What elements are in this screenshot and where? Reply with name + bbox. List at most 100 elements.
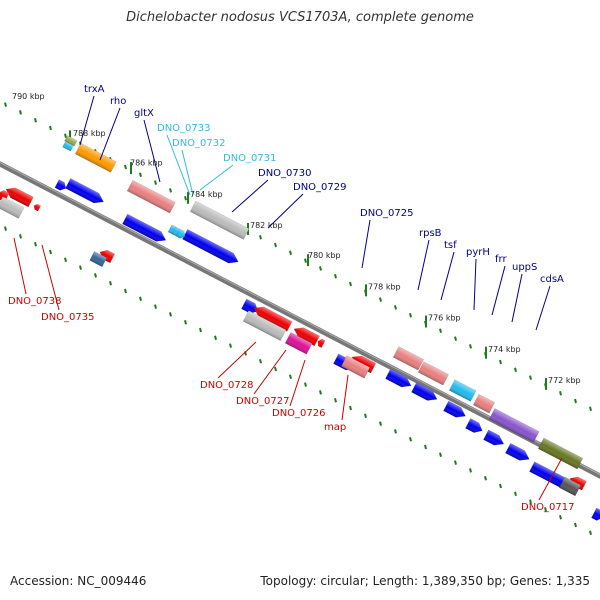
tick-dot-upper (154, 180, 157, 185)
leader-line (99, 107, 121, 161)
gene-label: rpsB (419, 228, 442, 239)
leader-line (267, 193, 304, 229)
gene-dno-0726-shade (318, 338, 326, 348)
gene-forward-blue-shade (385, 368, 412, 387)
tick-dot-lower (379, 421, 382, 426)
tick-label: 782 kbp (250, 221, 283, 230)
gene-rpsB-shade (393, 346, 424, 371)
gene-label: cdsA (540, 274, 564, 285)
tick-dot-upper (304, 258, 307, 263)
tick-dot-lower (319, 390, 322, 395)
tick-dot-lower (79, 265, 82, 270)
gene-forward-blue (241, 298, 259, 314)
gene-cdsA-shade (538, 437, 583, 469)
gene-rna-small (175, 228, 186, 239)
map-title: Dichelobacter nodosus VCS1703A, complete… (126, 10, 474, 25)
gene-label: pyrH (466, 247, 490, 258)
tick-dot-lower (169, 312, 172, 317)
tick-dot-lower (64, 257, 67, 263)
tick-dot-upper (274, 242, 277, 248)
leader-line (538, 457, 563, 501)
gene-dno-0728-b (242, 310, 287, 341)
gene-label: DNO_0733 (157, 123, 211, 134)
tick-label: 778 kbp (368, 282, 401, 291)
gene-forward-blue-shade (65, 178, 104, 204)
tick-dot-lower (94, 273, 97, 278)
gene-forward-blue (385, 368, 412, 388)
gene-forward-blue (443, 400, 466, 418)
tick-dot-upper (574, 398, 577, 404)
tick-dot-upper (514, 367, 517, 373)
gene-forward-blue (411, 382, 438, 401)
gene-label: DNO_0731 (223, 153, 277, 164)
gene-forward-blue-shade (529, 461, 572, 489)
tick-label: 774 kbp (488, 345, 521, 354)
gene-rna-small-shade (176, 229, 186, 239)
tick-dot-lower (424, 444, 427, 450)
tick-dot-upper (4, 102, 7, 107)
leader-line (41, 244, 60, 311)
leader-line (473, 258, 477, 311)
gene-reverse-red-shade (0, 190, 10, 203)
leader-line (289, 359, 306, 407)
gene-label: DNO_0728 (200, 380, 254, 391)
tick-dot-lower (394, 429, 397, 434)
gene-rpsB (392, 346, 424, 371)
tick-label: 784 kbp (190, 190, 223, 199)
leader-line (181, 149, 194, 196)
gene-map-b (340, 355, 371, 379)
leader-line (341, 374, 349, 421)
gene-forward-blue-shade (443, 401, 466, 418)
tick-dot-lower (4, 226, 7, 231)
tick-dot-upper (49, 125, 52, 131)
gene-pyrH-shade (449, 379, 477, 402)
leader-line (13, 237, 27, 295)
gene-forward-blue-shade (505, 443, 530, 461)
gene-dno-0727-b-shade (285, 332, 313, 355)
tick-dot-upper (259, 234, 262, 240)
leader-line (440, 251, 455, 301)
tick-dot-lower (364, 413, 367, 419)
gene-forward-blue (122, 213, 167, 242)
gene-dno-0728-shade (254, 306, 293, 332)
gene-forward-blue-shade (483, 429, 504, 446)
gene-cdsA (537, 437, 584, 470)
gene-forward-blue-shade (465, 418, 483, 433)
leader-line (535, 285, 551, 331)
tick-dot-lower (469, 468, 472, 473)
gene-rho-shade (75, 143, 117, 173)
label-leaders (13, 95, 563, 501)
tick-dot-lower (124, 288, 127, 294)
tick-dot-upper (184, 195, 187, 201)
gene-label: rho (110, 96, 126, 107)
gene-label: uppS (512, 262, 537, 273)
tick-dot-lower (574, 522, 577, 528)
tick-dot-lower (289, 374, 292, 380)
tick-dot-lower (214, 335, 217, 341)
tick-dot-upper (289, 250, 292, 256)
gene-small-cyan (62, 141, 74, 152)
gene-forward-blue (505, 442, 530, 461)
tick-dot-upper (529, 375, 532, 380)
gene-label: DNO_0727 (236, 396, 290, 407)
gene-label: trxA (84, 84, 105, 95)
gene-forward-blue (182, 228, 239, 264)
gene-reverse-red (33, 203, 42, 212)
tick-dot-lower (49, 249, 52, 255)
gene-label: DNO_0726 (272, 408, 326, 419)
gene-small-cyan-shade (62, 141, 74, 152)
tick-dot-upper (64, 133, 67, 139)
tick-dot-upper (139, 172, 142, 178)
gene-dno-0717-b (558, 476, 582, 497)
gene-dno-0738 (0, 196, 25, 219)
gene-gltX (126, 179, 176, 214)
gene-label: gltX (134, 108, 154, 119)
gene-dno-0727-b (284, 332, 313, 355)
gene-gltX-shade (127, 180, 176, 214)
tick-dot-upper (124, 164, 127, 170)
genome-summary: Topology: circular; Length: 1,389,350 bp… (260, 574, 590, 588)
tick-dot-upper (34, 117, 37, 123)
gene-reverse-red-shade (34, 204, 41, 212)
